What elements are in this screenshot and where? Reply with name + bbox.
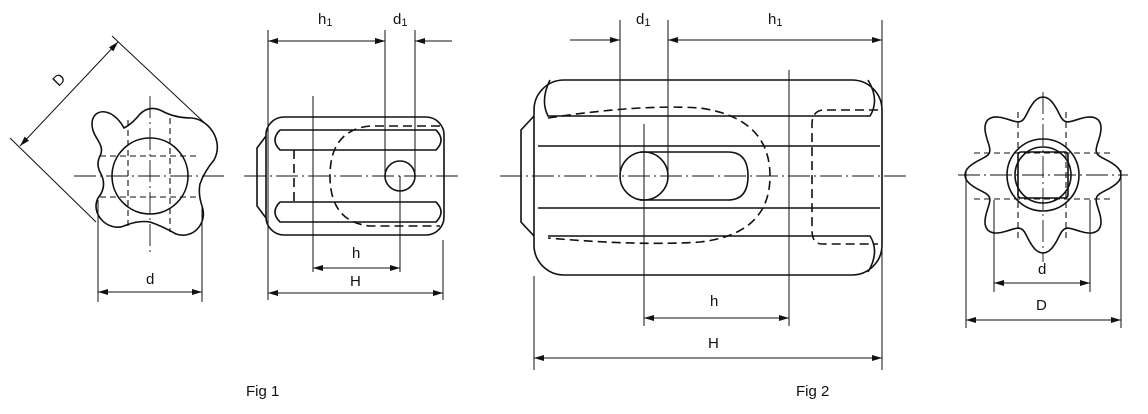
fig2-d-label: d xyxy=(1038,261,1046,278)
fig1-end-outline xyxy=(91,107,219,236)
fig2-H-label: H xyxy=(708,335,719,352)
fig1-side-groove-top xyxy=(274,129,442,151)
fig2-D-label: D xyxy=(1036,297,1047,314)
fig1-d-label: d xyxy=(146,271,154,288)
fig1-D-label: D xyxy=(49,70,69,90)
fig1-D-ext xyxy=(9,137,97,223)
fig2-flange-bottom xyxy=(548,235,876,273)
fig2-hidden-insert xyxy=(811,109,878,245)
fig2-end-view: d D xyxy=(958,92,1128,328)
fig1-H-label: H xyxy=(350,273,361,290)
fig2-side-view: d1 h1 h H xyxy=(500,11,906,370)
fig1-end-view: D d xyxy=(9,35,228,302)
fig1-caption: Fig 1 xyxy=(246,383,279,400)
fig1-h1-label: h1 xyxy=(318,11,332,29)
fig1-D-dim xyxy=(19,41,119,147)
fig2-hidden-slot xyxy=(547,106,771,245)
fig2-h1-label: h1 xyxy=(768,11,782,29)
fig1-side-groove-bottom xyxy=(274,201,442,223)
fig2-h-label: h xyxy=(710,293,718,310)
fig2-flange-top xyxy=(543,79,876,117)
fig1-D-ext xyxy=(111,35,211,129)
fig2-inner-slot xyxy=(640,151,749,201)
fig1-d1-label: d1 xyxy=(393,11,407,29)
fig1-side-cap xyxy=(256,135,267,219)
fig1-side-view: h1 d1 h H xyxy=(244,11,462,300)
fig2-d1-label: d1 xyxy=(636,11,650,29)
fig1-h-label: h xyxy=(352,245,360,262)
fig2-caption: Fig 2 xyxy=(796,383,829,400)
